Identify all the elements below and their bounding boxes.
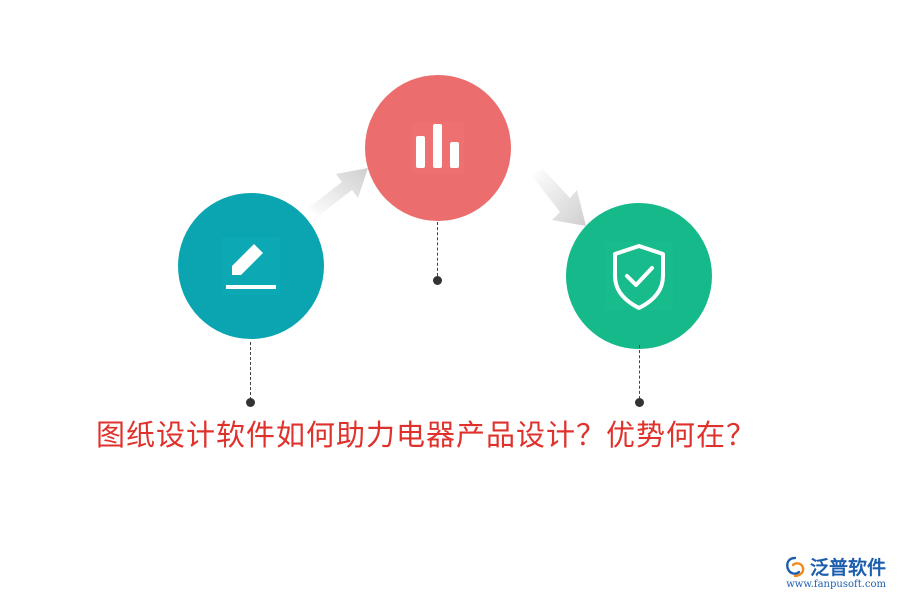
shield-check-circle (566, 203, 712, 349)
edit-circle (178, 193, 324, 339)
bar-chart-icon (412, 122, 464, 174)
connector-dot-2 (433, 276, 442, 285)
connector-line-1 (250, 342, 251, 400)
brand-logo: 泛普软件 www.fanpusoft.com (762, 553, 886, 590)
connector-dot-3 (635, 398, 644, 407)
brand-url: www.fanpusoft.com (786, 579, 886, 590)
connector-line-2 (437, 222, 438, 276)
brand-swirl-icon (786, 556, 805, 577)
bar-chart-circle (365, 75, 511, 221)
shield-check-icon (605, 242, 673, 310)
arrow-right-up (308, 168, 368, 216)
page-title: 图纸设计软件如何助力电器产品设计？优势何在？ (96, 418, 757, 452)
connector-dot-1 (246, 398, 255, 407)
brand-name: 泛普软件 (809, 557, 886, 579)
arrow-right-down (532, 168, 586, 226)
edit-icon (222, 237, 280, 295)
connector-line-3 (639, 345, 640, 399)
